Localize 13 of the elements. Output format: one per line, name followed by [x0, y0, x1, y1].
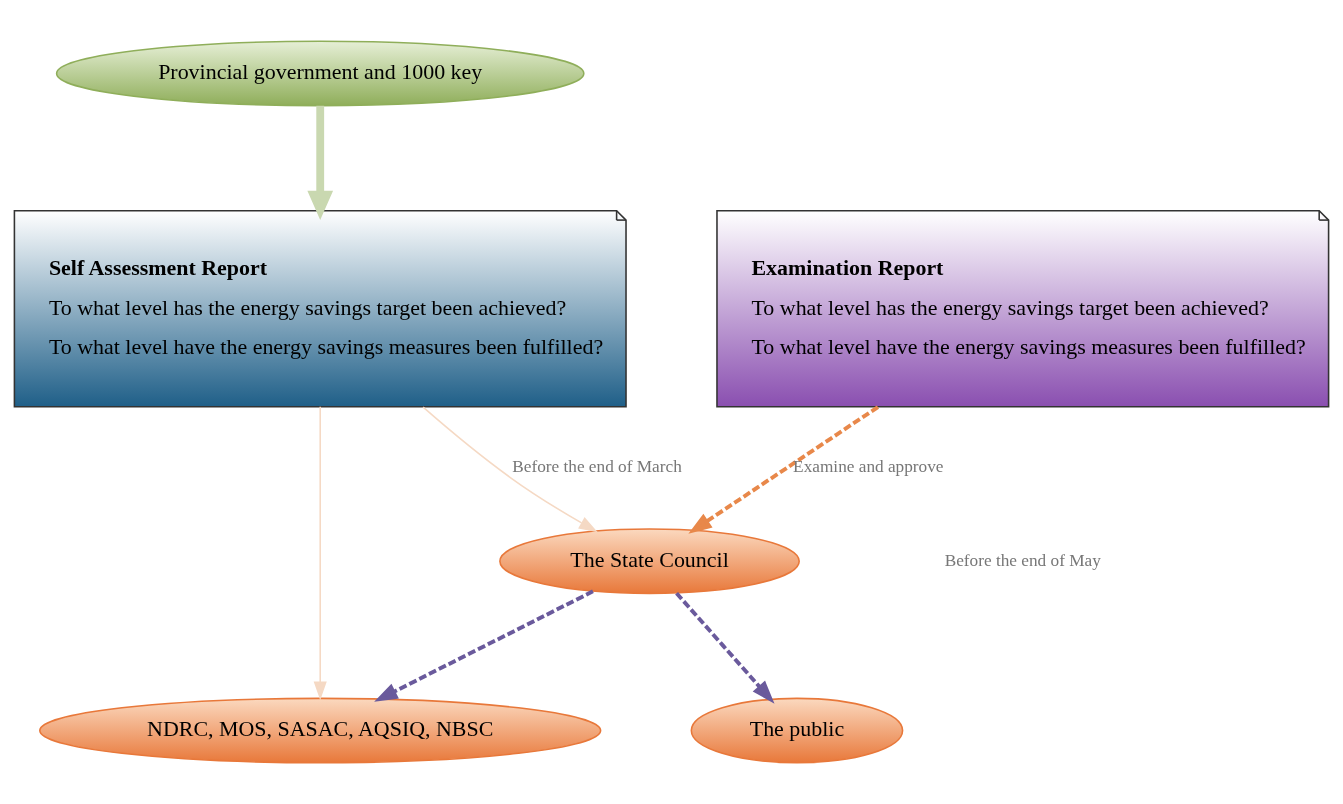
node-ellipse: NDRC, MOS, SASAC, AQSIQ, NBSC — [39, 697, 602, 764]
arrow — [688, 405, 880, 534]
arrow — [374, 589, 594, 702]
edge-label: Examine and approve — [793, 457, 944, 477]
node-ellipse: The State Council — [499, 528, 800, 595]
node-ellipse: The public — [690, 697, 904, 764]
arrow — [313, 406, 327, 701]
arrow — [422, 406, 598, 533]
edge-label: Before the end of March — [512, 457, 682, 477]
arrow — [307, 105, 334, 221]
node-ellipse: Provincial government and 1000 key — [55, 40, 585, 107]
label: Before the end of May — [944, 550, 1101, 570]
arrow — [675, 591, 775, 704]
